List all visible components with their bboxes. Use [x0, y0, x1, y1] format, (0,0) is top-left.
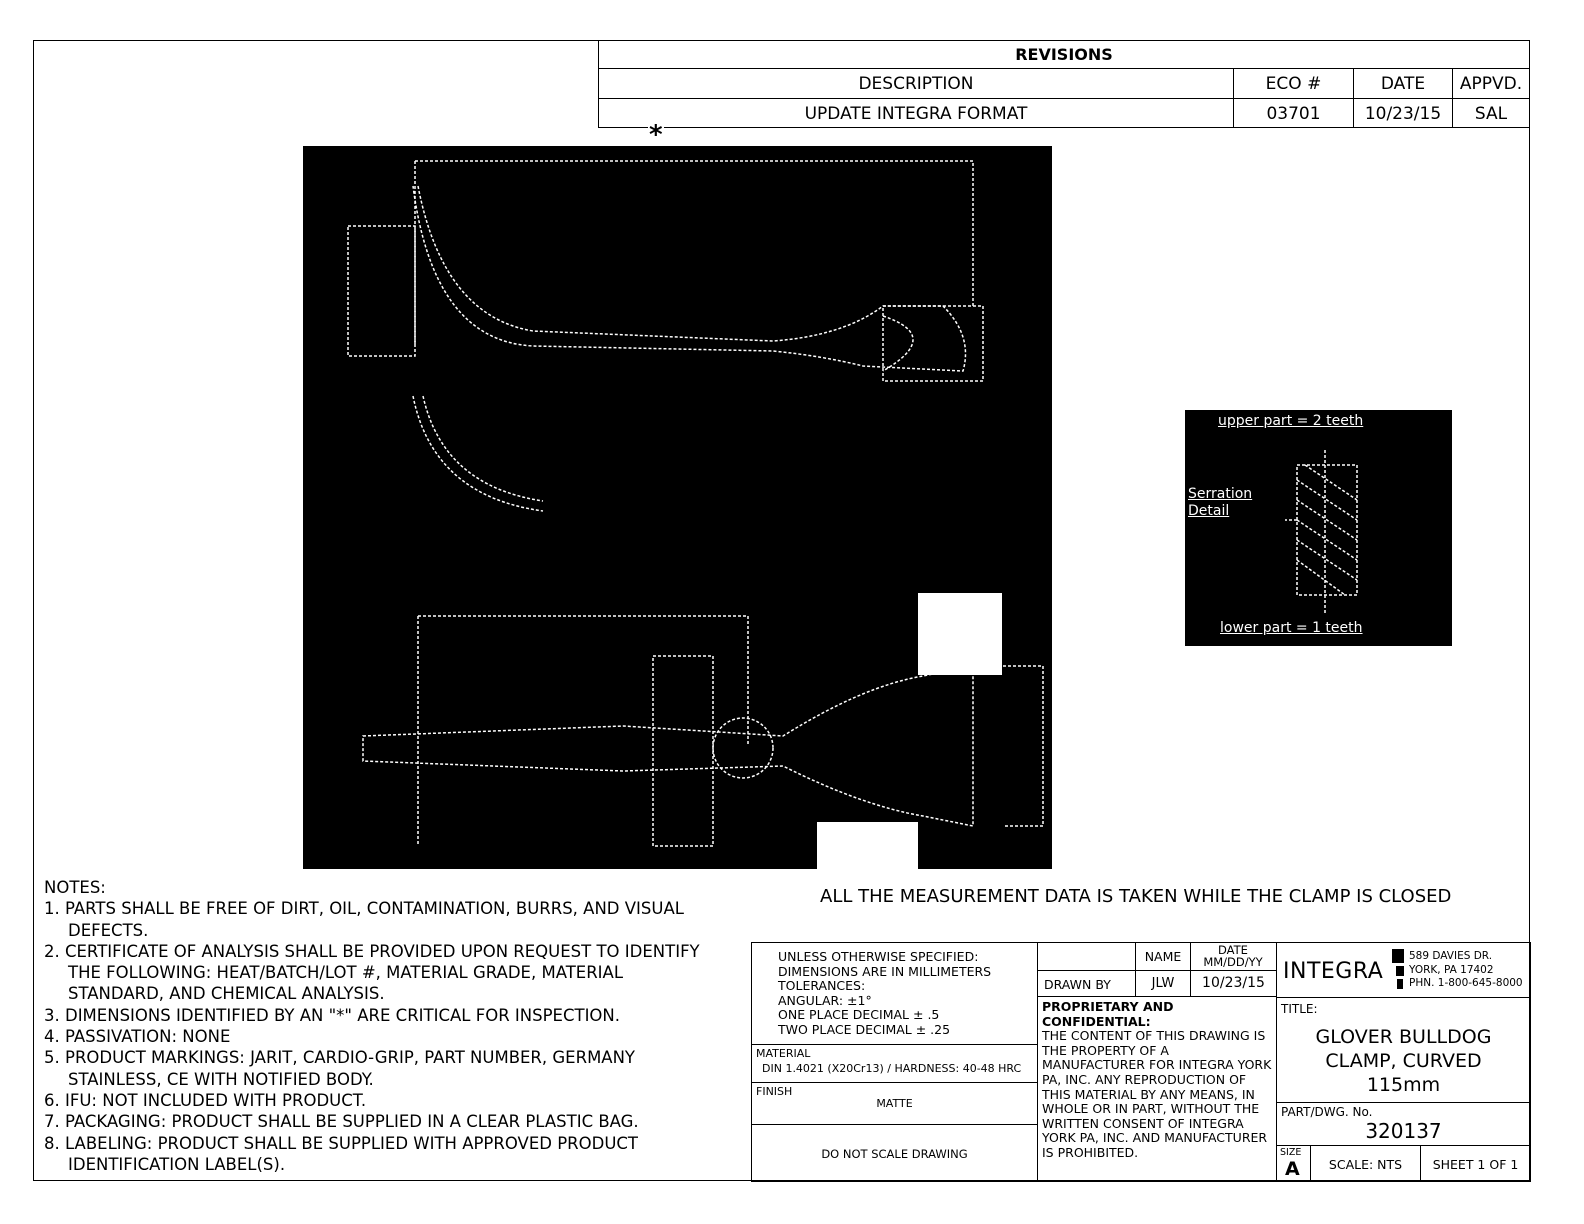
address-line: PHN. 1-800-645-8000	[1409, 977, 1523, 989]
notes-section: NOTES: 1. PARTS SHALL BE FREE OF DIRT, O…	[44, 877, 704, 1175]
title-line: CLAMP, CURVED	[1325, 1050, 1482, 1072]
date-header-text: DATE MM/DD/YY	[1203, 943, 1263, 969]
drawn-by-value: JLW	[1151, 976, 1175, 991]
blank-cell	[1037, 942, 1136, 971]
clamp-pivot	[712, 717, 774, 779]
tolerance-line: TWO PLACE DECIMAL ± .25	[778, 1021, 951, 1037]
critical-marker: *	[648, 120, 664, 150]
note-item: 7. PACKAGING: PRODUCT SHALL BE SUPPLIED …	[44, 1112, 639, 1132]
material-cell: MATERIAL DIN 1.4021 (X20Cr13) / HARDNESS…	[751, 1044, 1038, 1083]
clamp-jaw-curve	[412, 395, 544, 512]
tolerance-line: ONE PLACE DECIMAL ± .5	[778, 1007, 940, 1022]
drawn-date-value: 10/23/15	[1202, 975, 1265, 991]
drawn-by-cell: JLW	[1135, 970, 1191, 997]
note-item: 8. LABELING: PRODUCT SHALL BE SUPPLIED W…	[44, 1133, 638, 1174]
title-line: GLOVER BULLDOG	[1315, 1026, 1492, 1048]
sheet-value: SHEET 1 OF 1	[1432, 1157, 1519, 1172]
clamp-spring-top	[882, 305, 984, 382]
finish-label: FINISH	[756, 1085, 793, 1098]
revision-eco: 03701	[1234, 98, 1354, 128]
revisions-title: REVISIONS	[1015, 45, 1113, 64]
no-scale-cell: DO NOT SCALE DRAWING	[751, 1124, 1038, 1182]
header-eco: ECO #	[1234, 68, 1354, 98]
dimension-box-left	[347, 225, 416, 357]
part-number-cell: PART/DWG. No. 320137	[1276, 1102, 1531, 1146]
address-line: YORK, PA 17402	[1409, 963, 1494, 976]
proprietary-title: PROPRIETARY AND CONFIDENTIAL:	[1042, 999, 1174, 1029]
drawn-date-cell: 10/23/15	[1190, 970, 1277, 997]
clamp-top-view	[412, 185, 967, 372]
note-item: 4. PASSIVATION: NONE	[44, 1027, 231, 1047]
revisions-table: REVISIONS DESCRIPTION ECO # DATE APPVD. …	[598, 40, 1530, 128]
name-header: NAME	[1135, 942, 1191, 971]
upper-part-label: upper part = 2 teeth	[1218, 413, 1364, 429]
title-label: TITLE:	[1281, 1002, 1318, 1016]
header-description: DESCRIPTION	[599, 68, 1234, 98]
header-date: DATE	[1354, 68, 1453, 98]
finish-value: MATTE	[876, 1097, 913, 1110]
proprietary-cell: PROPRIETARY AND CONFIDENTIAL: THE CONTEN…	[1037, 996, 1277, 1182]
sheet-cell: SHEET 1 OF 1	[1420, 1145, 1531, 1182]
dimension-box-right	[1003, 665, 1044, 827]
date-header: DATE MM/DD/YY	[1190, 942, 1277, 971]
size-label: SIZE	[1280, 1147, 1302, 1158]
company-logo: INTEGRA	[1283, 959, 1384, 984]
size-value: A	[1285, 1158, 1300, 1180]
scale-cell: SCALE: NTS	[1310, 1145, 1421, 1182]
company-cell: INTEGRA 589 DAVIES DR. YORK, PA 17402 PH…	[1276, 942, 1531, 998]
note-item: 5. PRODUCT MARKINGS: JARIT, CARDIO-GRIP,…	[44, 1048, 636, 1089]
serration-detail-label: Serration Detail	[1188, 486, 1253, 519]
tolerance-line: ANGULAR: ±1°	[778, 992, 872, 1008]
clamp-drawing-image	[303, 146, 1052, 869]
part-number: 320137	[1365, 1119, 1442, 1143]
material-value: DIN 1.4021 (X20Cr13) / HARDNESS: 40-48 H…	[762, 1062, 1022, 1075]
notes-title: NOTES:	[44, 878, 106, 897]
drawn-by-label: DRAWN BY	[1044, 977, 1111, 992]
size-cell: SIZE A	[1276, 1145, 1311, 1182]
title-line: 115mm	[1366, 1074, 1441, 1096]
name-header-text: NAME	[1144, 949, 1182, 964]
dimension-line-bottom	[417, 615, 749, 846]
title-block: UNLESS OTHERWISE SPECIFIED: DIMENSIONS A…	[751, 942, 1531, 1182]
serration-detail-image	[1185, 410, 1452, 646]
dimension-line-top	[414, 160, 974, 346]
title-cell: TITLE: GLOVER BULLDOG CLAMP, CURVED 115m…	[1276, 997, 1531, 1103]
tolerance-line: DIMENSIONS ARE IN MILLIMETERS	[778, 963, 992, 979]
finish-cell: FINISH MATTE	[751, 1082, 1038, 1125]
no-scale-note: DO NOT SCALE DRAWING	[821, 1147, 968, 1161]
proprietary-text: THE CONTENT OF THIS DRAWING IS THE PROPE…	[1042, 1028, 1272, 1160]
header-approved: APPVD.	[1453, 68, 1529, 98]
note-item: 1. PARTS SHALL BE FREE OF DIRT, OIL, CON…	[44, 899, 684, 940]
tolerances-cell: UNLESS OTHERWISE SPECIFIED: DIMENSIONS A…	[751, 942, 1038, 1045]
tolerance-line: TOLERANCES:	[778, 978, 866, 993]
tolerance-line: UNLESS OTHERWISE SPECIFIED:	[778, 949, 979, 964]
lower-part-label: lower part = 1 teeth	[1220, 620, 1363, 636]
note-item: 6. IFU: NOT INCLUDED WITH PRODUCT.	[44, 1090, 367, 1110]
revision-date: 10/23/15	[1354, 98, 1453, 128]
part-label: PART/DWG. No.	[1281, 1105, 1373, 1119]
address-line: 589 DAVIES DR.	[1409, 950, 1493, 962]
measurement-caption: ALL THE MEASUREMENT DATA IS TAKEN WHILE …	[820, 886, 1452, 907]
revision-description: UPDATE INTEGRA FORMAT	[599, 98, 1234, 128]
note-item: 2. CERTIFICATE OF ANALYSIS SHALL BE PROV…	[44, 941, 700, 1004]
revision-approved: SAL	[1453, 98, 1529, 128]
drawn-by-label-cell: DRAWN BY	[1037, 970, 1136, 997]
material-label: MATERIAL	[756, 1047, 811, 1060]
clamp-side-view	[362, 665, 974, 827]
dimension-box-mid	[652, 655, 714, 847]
scale-value: SCALE: NTS	[1328, 1157, 1403, 1172]
company-logo-mark	[1392, 949, 1404, 989]
note-item: 3. DIMENSIONS IDENTIFIED BY AN "*" ARE C…	[44, 1005, 621, 1025]
